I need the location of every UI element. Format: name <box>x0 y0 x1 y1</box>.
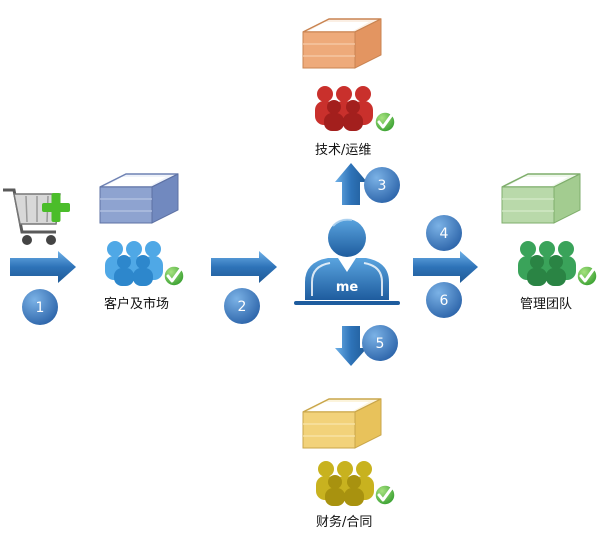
tray-icon-finance <box>302 398 382 449</box>
step-number-2: 2 <box>238 299 247 315</box>
step-number-6: 6 <box>440 293 449 309</box>
step-badge-4: 4 <box>426 215 462 251</box>
checkmark-icon-finance <box>374 484 396 506</box>
finance-contract-label: 财务/合同 <box>316 515 373 530</box>
arrow-customers-to-me <box>211 251 277 283</box>
step-number-3: 3 <box>378 178 387 194</box>
me-person-icon <box>294 218 400 305</box>
arrow-cart-to-customers <box>10 251 76 283</box>
tray-icon-tech <box>302 18 382 69</box>
people-group-icon-tech <box>315 86 373 131</box>
people-group-icon-management <box>518 241 576 286</box>
step-number-5: 5 <box>376 336 385 352</box>
checkmark-icon-management <box>576 265 598 287</box>
tech-ops-label: 技术/运维 <box>315 143 372 158</box>
step-badge-5: 5 <box>362 325 398 361</box>
checkmark-icon-customers <box>163 265 185 287</box>
arrow-me-to-finance <box>335 326 367 366</box>
step-number-4: 4 <box>440 226 449 242</box>
people-group-icon-finance <box>316 461 374 506</box>
shopping-cart-icon <box>3 188 70 245</box>
step-badge-3: 3 <box>364 167 400 203</box>
people-group-icon-customers <box>105 241 163 286</box>
me-label: me <box>336 280 359 295</box>
tray-icon-management <box>501 173 581 224</box>
arrow-me-to-tech <box>335 163 367 205</box>
management-label: 管理团队 <box>520 297 573 312</box>
step-badge-6: 6 <box>426 282 462 318</box>
step-number-1: 1 <box>36 300 45 316</box>
arrow-me-to-management <box>413 251 478 283</box>
step-badge-2: 2 <box>224 288 260 324</box>
tray-icon-customers <box>99 173 179 224</box>
step-badge-1: 1 <box>22 289 58 325</box>
customers-label: 客户及市场 <box>104 297 170 312</box>
checkmark-icon-tech <box>374 111 396 133</box>
